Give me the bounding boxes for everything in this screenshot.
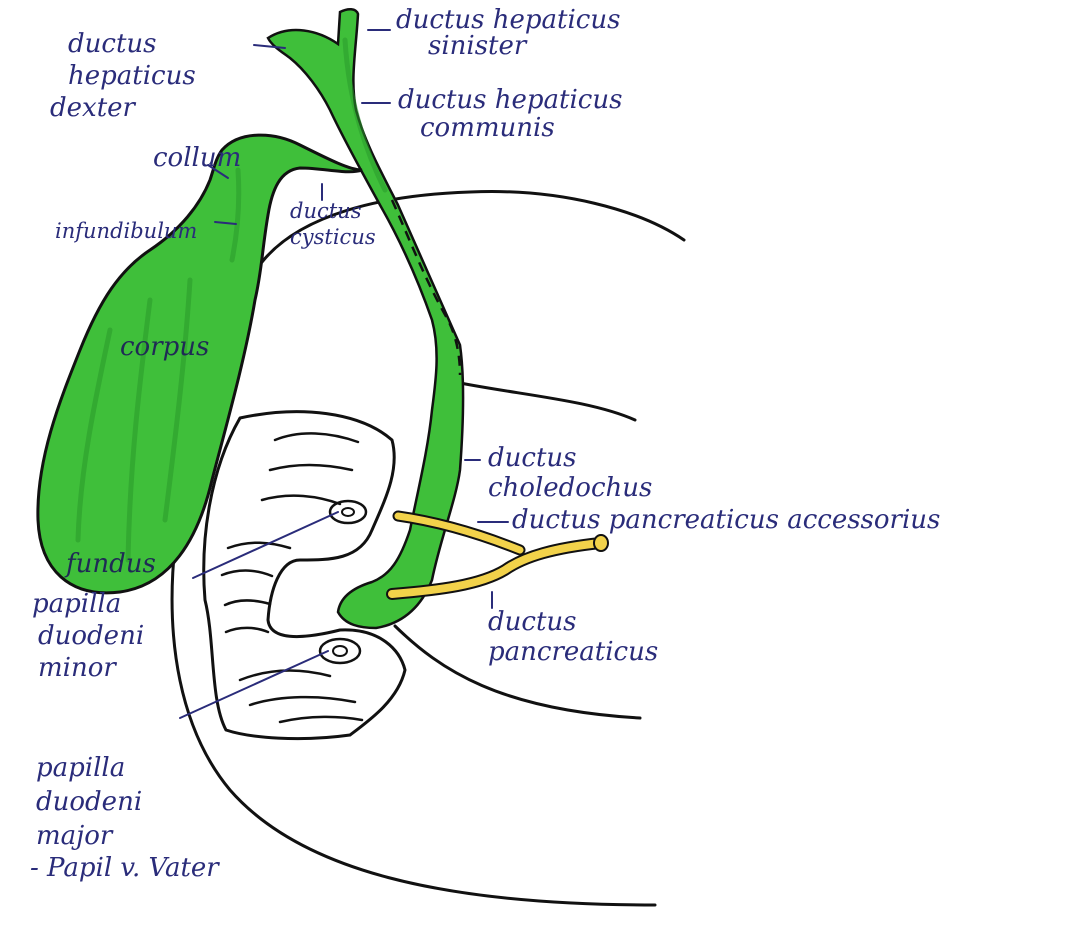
duodenal-wall-outline (204, 412, 405, 739)
label-ductus-cysticus: ductus cysticus (290, 199, 376, 249)
label-papilla-duodeni-major: papilla duodeni major - Papil v. Vater (30, 753, 220, 883)
label-ductus-pancreaticus-accessorius: ductus pancreaticus accessorius (512, 505, 940, 535)
label-fundus: fundus (64, 549, 156, 579)
label-papilla-duodeni-minor: papilla duodeni minor (32, 589, 152, 683)
label-infundibulum: infundibulum (55, 219, 197, 243)
label-ductus-choledochus: ductus choledochus (488, 443, 652, 503)
label-corpus: corpus (120, 332, 209, 362)
label-ductus-hepaticus-dexter: ductus hepaticus dexter (50, 29, 204, 123)
label-ductus-pancreaticus: ductus pancreaticus (488, 607, 658, 667)
duodenal-folds (222, 433, 362, 722)
label-ductus-hepaticus-communis: ductus hepaticus communis (398, 85, 631, 143)
label-ductus-hepaticus-sinister: ductus hepaticus sinister (396, 5, 629, 61)
stomach-outline (455, 382, 635, 420)
papilla-duodeni-minor-mark (330, 501, 366, 523)
label-collum: collum (153, 143, 241, 173)
pancreatic-duct-end (594, 535, 608, 551)
